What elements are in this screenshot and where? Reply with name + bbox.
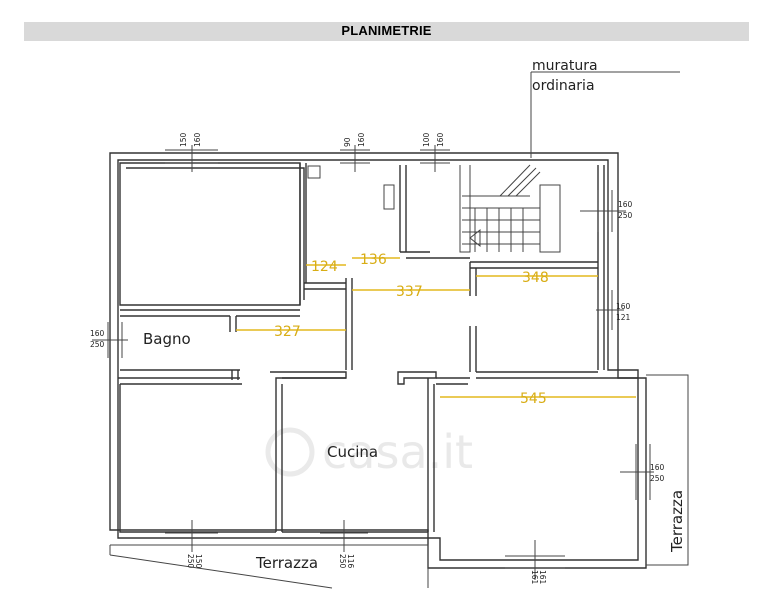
watermark: casa.it (265, 425, 473, 479)
dim-545: 545 (520, 391, 547, 407)
dim-136: 136 (360, 252, 387, 268)
window-label: 161 (530, 570, 539, 585)
window-label: 150 (194, 554, 203, 569)
dim-337: 337 (396, 284, 423, 300)
room-terrazza-right: Terrazza (668, 490, 686, 553)
watermark-text: casa.it (322, 425, 473, 479)
window-label: 160 (193, 132, 202, 147)
outer-walls (109, 152, 647, 569)
staircase (462, 164, 561, 253)
window-label: 160 (650, 463, 665, 472)
window-label: 116 (346, 554, 355, 569)
window-label: 160 (90, 329, 105, 338)
window-label: 160 (436, 132, 445, 147)
dim-348: 348 (522, 270, 549, 286)
dim-124: 124 (311, 259, 338, 275)
window-labels: 150 160 90 160 100 160 160 250 160 121 1… (90, 132, 665, 584)
window-label: 161 (538, 570, 547, 585)
window-label: 121 (616, 313, 631, 322)
dimension-lines (236, 257, 636, 398)
annotation-leader: muratura ordinaria (530, 58, 680, 158)
annotation-line-2: ordinaria (532, 78, 595, 94)
interior-walls (118, 162, 638, 533)
page-title: PLANIMETRIE (341, 23, 432, 38)
window-markers (92, 145, 654, 580)
window-label: 150 (179, 132, 188, 147)
window-label: 160 (357, 132, 366, 147)
window-label: 250 (618, 211, 633, 220)
annotation-line-1: muratura (532, 58, 598, 74)
window-label: 90 (343, 137, 352, 147)
window-label: 250 (90, 340, 105, 349)
window-label: 250 (650, 474, 665, 483)
header-bar: PLANIMETRIE (24, 22, 749, 41)
window-label: 160 (616, 302, 631, 311)
window-label: 250 (186, 554, 195, 569)
window-label: 100 (422, 132, 431, 147)
room-bagno: Bagno (143, 330, 191, 348)
dim-327: 327 (274, 324, 301, 340)
window-label: 250 (338, 554, 347, 569)
dimension-labels: 124 136 337 348 327 545 (274, 252, 549, 407)
room-cucina: Cucina (327, 443, 378, 461)
room-terrazza-bottom: Terrazza (255, 554, 318, 572)
room-labels: Bagno Cucina Terrazza Terrazza (143, 330, 686, 572)
window-label: 160 (618, 200, 633, 209)
